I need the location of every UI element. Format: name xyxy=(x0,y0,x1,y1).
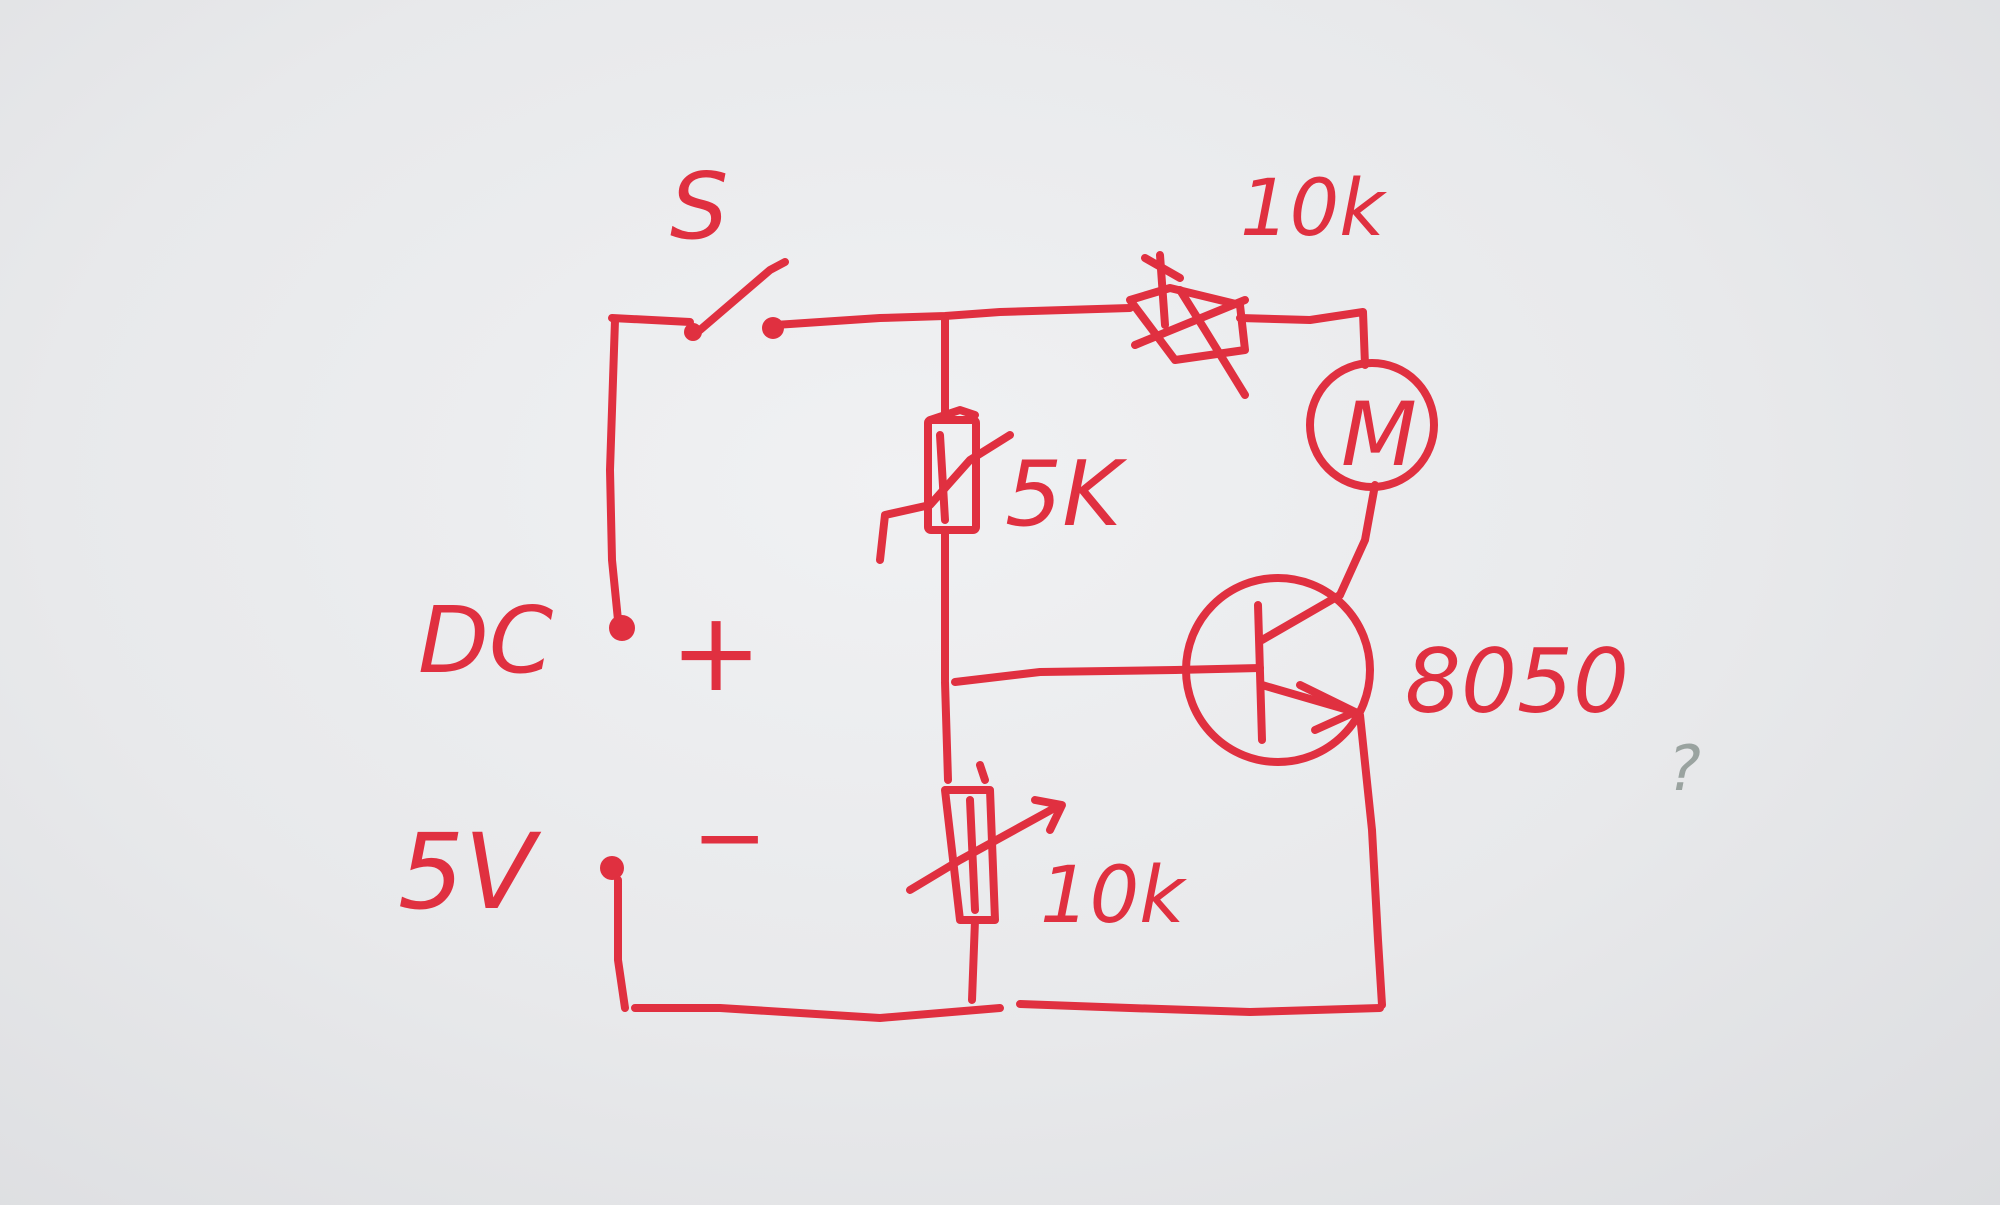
supply-positive-terminal xyxy=(609,615,635,641)
minus-sign: − xyxy=(692,785,767,890)
switch-label: S xyxy=(670,153,728,260)
resistor-mid xyxy=(876,406,1014,564)
wire-top-main xyxy=(771,304,1134,329)
plus-sign: + xyxy=(670,588,762,716)
wire-top-left xyxy=(608,314,694,326)
wire-mid-bottom xyxy=(968,916,979,1004)
resistor-mid-label: 5K xyxy=(1005,442,1127,547)
resistor-bottom xyxy=(906,761,1066,924)
pencil-mark: ? xyxy=(1668,732,1701,805)
wire-left-lower xyxy=(614,876,629,1012)
wire-base xyxy=(951,666,1179,686)
switch-symbol xyxy=(684,258,789,341)
switch-blade xyxy=(696,258,789,334)
resistor-bottom-label: 10k xyxy=(1040,851,1187,941)
supply-label-bottom: 5V xyxy=(398,811,542,933)
wire-emitter xyxy=(1356,711,1386,1009)
switch-contact-dot xyxy=(762,317,784,339)
motor-label: M xyxy=(1341,383,1417,486)
transistor-label: 8050 xyxy=(1405,630,1629,733)
transistor-symbol xyxy=(1171,574,1374,766)
motor-symbol: M xyxy=(1306,359,1438,491)
wire-left-upper xyxy=(606,316,622,624)
resistor-top xyxy=(1126,251,1249,399)
wire-mid-lower xyxy=(941,678,952,784)
wire-bottom-right xyxy=(1016,1000,1384,1016)
resistor-top-label: 10k xyxy=(1240,164,1387,254)
supply-negative-terminal xyxy=(600,856,624,880)
wire-collector xyxy=(1336,481,1379,599)
supply-label-top: DC xyxy=(418,587,553,694)
wire-top-right xyxy=(1236,308,1369,369)
wire-bottom-left xyxy=(631,1004,1004,1022)
